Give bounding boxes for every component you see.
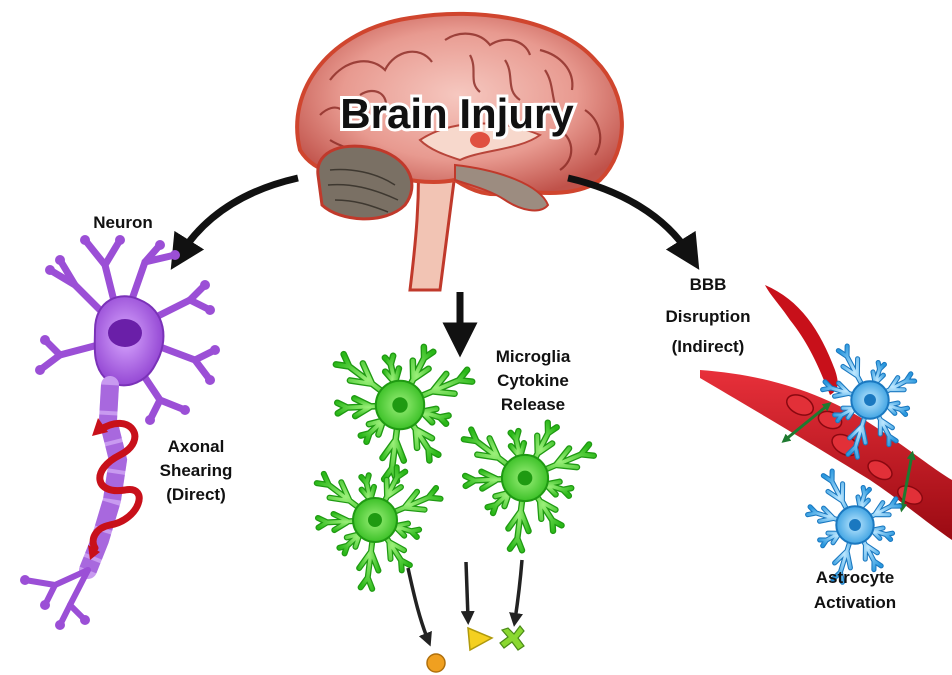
label-microglia: Microglia Cytokine Release <box>496 347 571 414</box>
neuron-illustration <box>20 235 220 630</box>
label-astrocyte: Astrocyte Activation <box>814 568 896 612</box>
arrow-to-neuron <box>180 178 298 255</box>
brain-illustration <box>297 14 622 290</box>
cytokine-yellow-triangle <box>468 628 492 650</box>
label-axonal-shearing: Axonal Shearing (Direct) <box>160 437 233 504</box>
microglia-cell-top <box>336 347 472 481</box>
label-axonal-line-2: Shearing <box>160 461 233 480</box>
cytokine-green-cross <box>500 626 524 650</box>
label-bbb-disruption: BBB Disruption (Indirect) <box>666 275 751 356</box>
label-neuron: Neuron <box>93 213 153 232</box>
microglia-cell-bottom-right <box>464 423 594 551</box>
arrow-to-bbb <box>568 178 690 255</box>
label-astrocyte-line-2: Activation <box>814 593 896 612</box>
label-axonal-line-3: (Direct) <box>166 485 226 504</box>
cytokine-arrows <box>408 560 522 640</box>
label-microglia-line-3: Release <box>501 395 565 414</box>
label-axonal-line-1: Axonal <box>168 437 225 456</box>
cytokine-molecules <box>427 626 524 672</box>
cytokine-orange-circle <box>427 654 445 672</box>
page-title: Brain Injury <box>340 90 574 137</box>
label-bbb-line-2: Disruption <box>666 307 751 326</box>
label-bbb-line-3: (Indirect) <box>672 337 745 356</box>
label-microglia-line-1: Microglia <box>496 347 571 366</box>
label-microglia-line-2: Cytokine <box>497 371 569 390</box>
label-bbb-line-1: BBB <box>690 275 727 294</box>
microglia-cell-bottom-left <box>317 467 441 589</box>
label-astrocyte-line-1: Astrocyte <box>816 568 894 587</box>
